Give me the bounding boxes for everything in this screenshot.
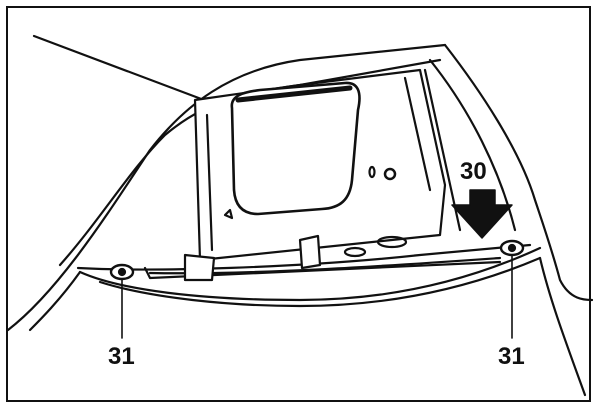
right-body-curve (443, 43, 594, 302)
slot-right (376, 235, 408, 249)
callout-31-right: 31 (498, 343, 525, 370)
panel-edge-right2 (423, 68, 462, 232)
direction-arrow (451, 189, 513, 239)
opening-shadow (235, 85, 353, 103)
panel-clip (223, 208, 234, 220)
sill-front (143, 260, 502, 280)
slot-left (343, 246, 367, 258)
panel-tab (298, 234, 322, 270)
panel-hole (383, 167, 397, 181)
sill-inner (98, 256, 542, 308)
sill-outer (78, 246, 542, 302)
lower-body-line (28, 270, 82, 332)
panel-opening (230, 81, 361, 216)
callout-30: 30 (460, 158, 487, 185)
right-lower-line (538, 256, 587, 397)
panel-edge-left (205, 113, 214, 252)
callout-31-left: 31 (108, 343, 135, 370)
panel-edge-right (403, 76, 432, 192)
reference-line (32, 34, 206, 102)
panel-bracket (183, 253, 216, 282)
panel-slot (368, 165, 376, 179)
